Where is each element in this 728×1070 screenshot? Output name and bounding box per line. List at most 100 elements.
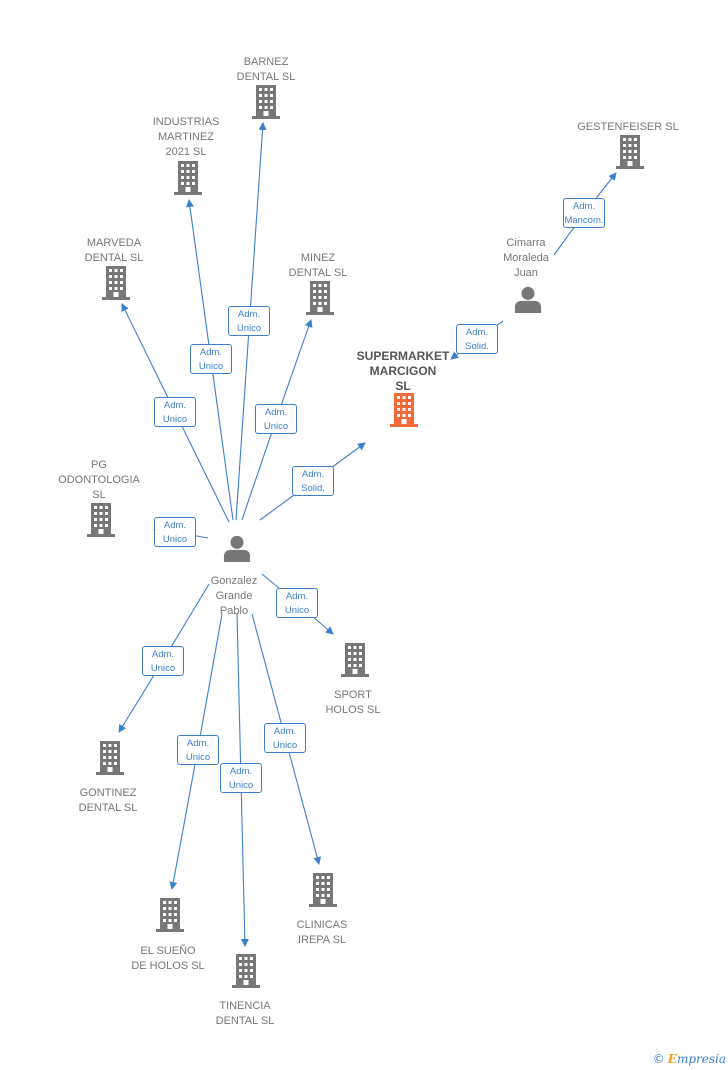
role-badge-gonzalez-to-sueno[interactable]: Adm. Unico bbox=[177, 735, 219, 765]
role-badge-gonzalez-to-minez[interactable]: Adm. Unico bbox=[255, 404, 297, 434]
copyright-icon: © bbox=[652, 1052, 665, 1066]
role-badge-line: Unico bbox=[272, 740, 298, 751]
node-label-line: DENTAL SL bbox=[84, 252, 144, 264]
role-badge-gonzalez-to-industrias[interactable]: Adm. Unico bbox=[190, 344, 232, 374]
role-badge-gonzalez-to-supermarket[interactable]: Adm. Solid. bbox=[292, 466, 334, 496]
node-label-line: MARCIGON bbox=[369, 364, 437, 378]
node-label-line: Grande bbox=[215, 590, 253, 602]
role-badge-gonzalez-to-marveda[interactable]: Adm. Unico bbox=[154, 397, 196, 427]
role-badge-cimarra-to-gestenfeiser[interactable]: Adm. Mancom. bbox=[563, 198, 605, 228]
brand-initial: E bbox=[667, 1052, 677, 1066]
role-badge-line: Adm. bbox=[163, 520, 187, 531]
role-badge-gonzalez-to-gontinez[interactable]: Adm. Unico bbox=[142, 646, 184, 676]
empresia-logo: ©Empresia bbox=[653, 1052, 726, 1066]
role-badge-line: Unico bbox=[236, 323, 262, 334]
role-badge-line: Adm. bbox=[273, 726, 297, 737]
node-label-line: BARNEZ bbox=[243, 56, 289, 68]
person-icon[interactable] bbox=[223, 535, 251, 562]
company-building-icon[interactable] bbox=[306, 281, 334, 315]
company-building-icon[interactable] bbox=[102, 266, 130, 300]
person-icon[interactable] bbox=[514, 286, 542, 313]
node-label-marveda[interactable]: MARVEDA DENTAL SL bbox=[69, 236, 159, 266]
node-label-line: 2021 SL bbox=[165, 146, 207, 158]
node-label-line: MARVEDA bbox=[86, 237, 142, 249]
node-label-line: Cimarra bbox=[506, 237, 546, 249]
node-label-line: SL bbox=[395, 379, 411, 393]
role-badge-gonzalez-to-barnez[interactable]: Adm. Unico bbox=[228, 306, 270, 336]
brand-rest: mpresia bbox=[676, 1052, 726, 1066]
node-label-line: SL bbox=[92, 489, 106, 501]
company-building-icon[interactable] bbox=[156, 898, 184, 932]
company-building-icon[interactable] bbox=[87, 503, 115, 537]
role-badge-line: Unico bbox=[228, 780, 254, 791]
node-label-line: IREPA SL bbox=[297, 934, 347, 946]
company-building-icon[interactable] bbox=[252, 85, 280, 119]
node-label-line: MARTINEZ bbox=[157, 131, 215, 143]
focus-company-building-icon[interactable] bbox=[390, 393, 418, 427]
node-label-line: DENTAL SL bbox=[215, 1015, 275, 1027]
role-badge-line: Adm. bbox=[285, 591, 309, 602]
node-label-line: DENTAL SL bbox=[78, 802, 138, 814]
role-badge-line: Unico bbox=[284, 605, 310, 616]
company-building-icon[interactable] bbox=[96, 741, 124, 775]
role-badge-line: Solid. bbox=[465, 341, 489, 352]
node-label-line: Moraleda bbox=[503, 252, 549, 264]
company-building-icon[interactable] bbox=[616, 135, 644, 169]
role-badge-line: Unico bbox=[162, 414, 188, 425]
node-label-line: MINEZ bbox=[300, 252, 336, 264]
node-label-gontinez[interactable]: GONTINEZ DENTAL SL bbox=[63, 786, 153, 816]
role-badge-line: Adm. bbox=[465, 327, 489, 338]
company-building-icon[interactable] bbox=[341, 643, 369, 677]
node-label-line: Gonzalez bbox=[210, 575, 258, 587]
company-building-icon[interactable] bbox=[174, 161, 202, 195]
node-label-line: DENTAL SL bbox=[236, 71, 296, 83]
node-label-barnez[interactable]: BARNEZ DENTAL SL bbox=[221, 55, 311, 85]
node-label-line: SUPERMARKET bbox=[356, 349, 450, 363]
node-label-sport[interactable]: SPORT HOLOS SL bbox=[308, 688, 398, 718]
role-badge-line: Unico bbox=[150, 663, 176, 674]
node-label-line: HOLOS SL bbox=[325, 704, 381, 716]
node-label-line: DE HOLOS SL bbox=[131, 960, 205, 972]
role-badge-line: Adm. bbox=[229, 766, 253, 777]
node-label-line: DENTAL SL bbox=[288, 267, 348, 279]
node-label-tinencia[interactable]: TINENCIA DENTAL SL bbox=[200, 999, 290, 1029]
node-label-line: GONTINEZ bbox=[79, 787, 137, 799]
role-badge-line: Solid. bbox=[301, 483, 325, 494]
role-badge-line: Adm. bbox=[301, 469, 325, 480]
role-badge-line: Adm. bbox=[199, 347, 223, 358]
node-label-line: ODONTOLOGIA bbox=[58, 474, 140, 486]
role-badge-line: Adm. bbox=[264, 407, 288, 418]
node-label-pg[interactable]: PG ODONTOLOGIA SL bbox=[49, 458, 149, 503]
node-label-gestenfeiser[interactable]: GESTENFEISER SL bbox=[568, 120, 688, 135]
role-badge-line: Adm. bbox=[151, 649, 175, 660]
node-label-line: PG bbox=[91, 459, 107, 471]
node-label-line: GESTENFEISER SL bbox=[577, 121, 679, 133]
role-badge-line: Mancom. bbox=[564, 215, 604, 226]
role-badge-line: Unico bbox=[185, 752, 211, 763]
role-badge-line: Adm. bbox=[237, 309, 261, 320]
node-label-line: CLINICAS bbox=[296, 919, 348, 931]
node-label-line: Pablo bbox=[219, 605, 249, 617]
node-label-minez[interactable]: MINEZ DENTAL SL bbox=[273, 251, 363, 281]
role-badge-gonzalez-to-sport[interactable]: Adm. Unico bbox=[276, 588, 318, 618]
role-badge-cimarra-to-supermarket[interactable]: Adm. Solid. bbox=[456, 324, 498, 354]
role-badge-line: Unico bbox=[198, 361, 224, 372]
role-badge-line: Adm. bbox=[572, 201, 596, 212]
role-badge-line: Adm. bbox=[186, 738, 210, 749]
company-building-icon[interactable] bbox=[232, 954, 260, 988]
node-label-line: SPORT bbox=[334, 689, 372, 701]
node-label-clinicas[interactable]: CLINICAS IREPA SL bbox=[277, 918, 367, 948]
role-badge-line: Adm. bbox=[163, 400, 187, 411]
role-badge-line: Unico bbox=[263, 421, 289, 432]
role-badge-gonzalez-to-clinicas[interactable]: Adm. Unico bbox=[264, 723, 306, 753]
role-badge-gonzalez-to-pg[interactable]: Adm.Unico bbox=[154, 517, 196, 547]
role-badge-gonzalez-to-tinencia[interactable]: Adm. Unico bbox=[220, 763, 262, 793]
company-building-icon[interactable] bbox=[309, 873, 337, 907]
node-label-line: TINENCIA bbox=[219, 1000, 271, 1012]
